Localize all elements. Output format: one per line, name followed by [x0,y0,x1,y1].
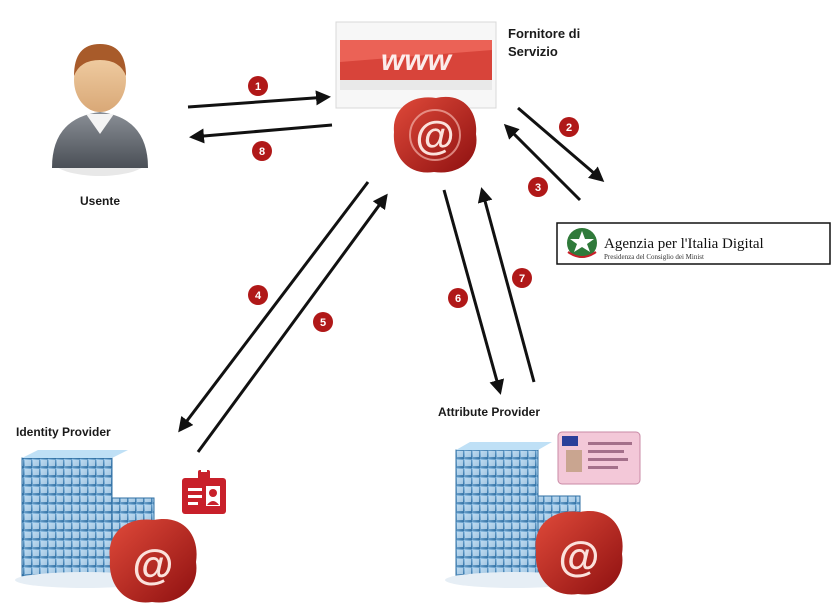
arrow-step-5 [196,193,388,453]
arrow-step-4 [178,181,370,433]
step-badge-1: 1 [248,76,268,96]
driving-license-card-icon [557,431,641,485]
id-card-icon [182,466,226,514]
attribute-provider-label: Attribute Provider [438,405,540,419]
service-provider-icon: @ [335,21,497,173]
agid-title: Agenzia per l'Italia Digital [604,236,764,252]
step-number: 7 [519,273,525,285]
wax-seal-icon: @ [535,511,623,595]
italian-emblem-icon [567,228,597,258]
attribute-provider-building-icon [445,442,585,588]
arrow-step-1 [187,90,331,109]
step-badge-7: 7 [512,268,532,288]
step-number: 5 [320,317,326,329]
wax-seal-icon: @ [393,96,477,173]
arrow-step-6 [442,189,505,395]
step-badge-3: 3 [528,177,548,197]
svg-text:@: @ [133,541,174,588]
arrow-step-2 [517,106,605,182]
service-provider-label-line2: Servizio [508,44,558,59]
svg-text:@: @ [559,533,600,580]
step-badge-2: 2 [559,117,579,137]
arrow-step-3 [503,123,582,202]
step-number: 8 [259,146,265,158]
step-badge-4: 4 [248,285,268,305]
arrow-step-7 [477,187,536,383]
step-number: 2 [566,122,572,134]
flow-arrows [178,90,605,453]
step-number: 1 [255,81,261,93]
step-number: 3 [535,182,541,194]
step-badge-6: 6 [448,288,468,308]
wax-seal-icon: @ [109,519,197,603]
service-provider-label-line1: Fornitore di [508,26,580,41]
identity-provider-building-icon [15,450,155,588]
service-provider-logo-text: www [381,44,453,77]
step-number: 4 [255,290,262,302]
identity-provider-label: Identity Provider [16,425,111,439]
user-icon [52,44,148,176]
user-label: Usente [80,194,120,208]
arrow-step-8 [189,123,333,144]
svg-text:@: @ [415,114,454,158]
agid-subtitle: Presidenza del Consiglio dei Minist [604,253,704,261]
step-badge-8: 8 [252,141,272,161]
step-number: 6 [455,293,461,305]
agid-logo-box [556,222,831,265]
step-badge-5: 5 [313,312,333,332]
